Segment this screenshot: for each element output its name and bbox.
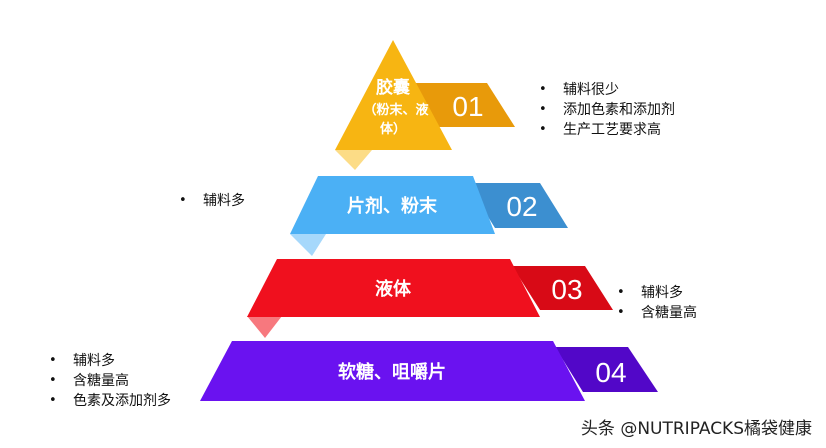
level-1-label-line-3: 体） — [380, 121, 406, 137]
level-1-fold — [335, 150, 372, 170]
level-2-tab — [467, 183, 568, 228]
list-item: 辅料很少 — [535, 80, 675, 100]
list-item: 生产工艺要求高 — [535, 120, 675, 140]
list-item: 辅料多 — [45, 351, 171, 371]
level-1-label-line-2: （粉末、液 — [363, 102, 428, 118]
pyramid-level-3: 液体 03 — [247, 259, 613, 338]
level-3-tab — [512, 266, 613, 310]
level-4-label: 软糖、咀嚼片 — [338, 361, 446, 383]
list-item: 含糖量高 — [45, 371, 171, 391]
level-1-tab — [408, 83, 515, 127]
level-3-fold — [247, 316, 282, 338]
level-3-notes: 辅料多 含糖量高 — [613, 283, 697, 323]
pyramid-level-1: 胶囊 （粉末、液 体） 01 — [335, 40, 515, 170]
level-3-block — [247, 259, 540, 317]
level-3-label: 液体 — [375, 278, 412, 300]
list-item: 辅料多 — [613, 283, 697, 303]
watermark: 头条 @NUTRIPACKS橘袋健康 — [580, 419, 812, 439]
level-3-number: 03 — [551, 274, 582, 305]
level-1-number: 01 — [452, 91, 483, 122]
list-item: 辅料多 — [175, 191, 245, 211]
level-4-number: 04 — [595, 357, 626, 388]
level-1-label-line-1: 胶囊 — [376, 77, 410, 98]
level-2-fold — [290, 234, 326, 256]
list-item: 添加色素和添加剂 — [535, 100, 675, 120]
level-1-block — [335, 40, 452, 150]
level-4-tab — [555, 347, 658, 392]
level-2-label: 片剂、粉末 — [347, 195, 438, 217]
level-1-notes: 辅料很少 添加色素和添加剂 生产工艺要求高 — [535, 80, 675, 140]
list-item: 色素及添加剂多 — [45, 391, 171, 411]
level-4-notes: 辅料多 含糖量高 色素及添加剂多 — [45, 351, 171, 411]
level-2-block — [290, 176, 495, 234]
level-4-block — [200, 341, 585, 401]
pyramid-level-2: 片剂、粉末 02 — [290, 176, 568, 256]
pyramid-level-4: 软糖、咀嚼片 04 — [200, 341, 658, 401]
level-2-notes: 辅料多 — [175, 191, 245, 211]
level-2-number: 02 — [506, 191, 537, 222]
list-item: 含糖量高 — [613, 303, 697, 323]
